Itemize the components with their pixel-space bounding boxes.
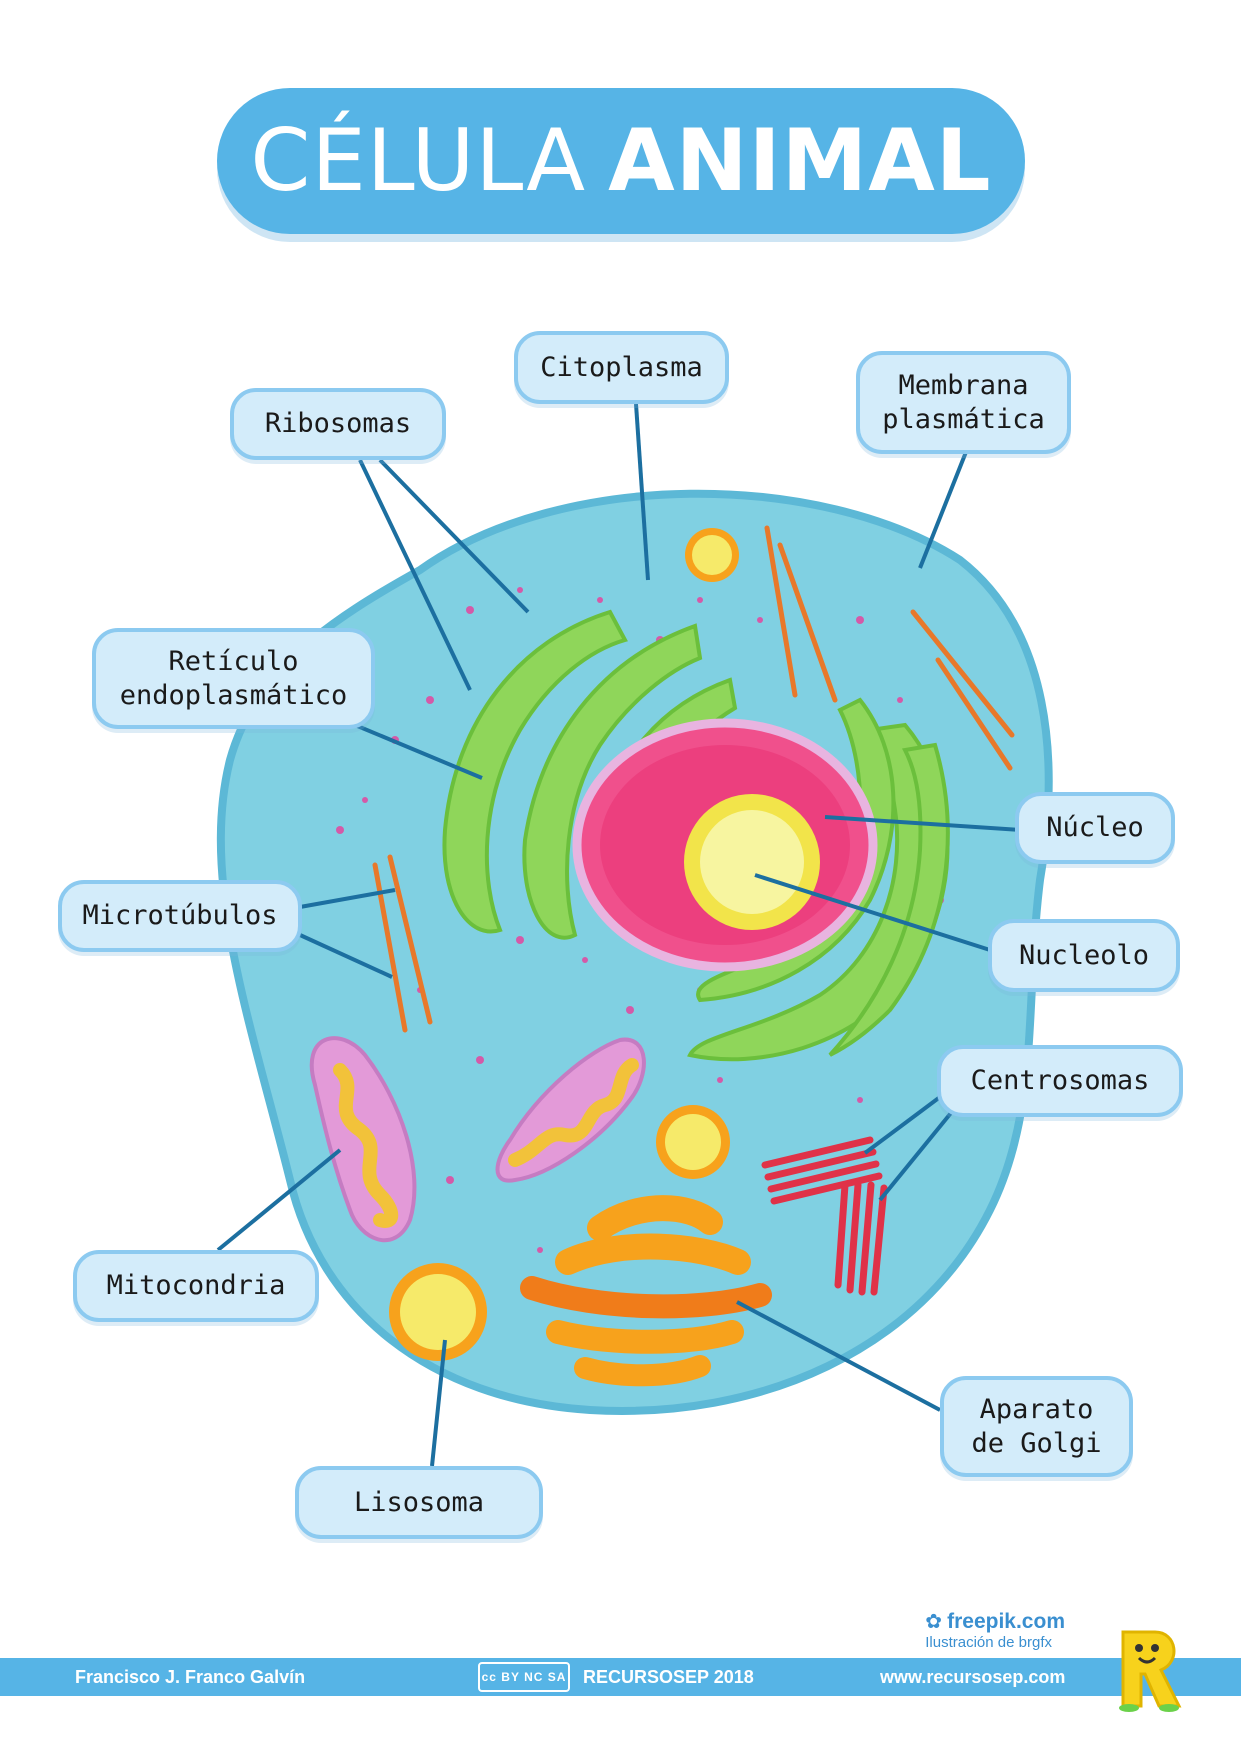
lysosome-inner <box>400 1274 476 1350</box>
label-centrosomas: Centrosomas <box>937 1045 1183 1117</box>
footer-bar: Francisco J. Franco Galvín cc BY NC SA R… <box>0 1658 1241 1696</box>
leader-lines <box>216 403 1021 1467</box>
title-light: CÉLULA <box>250 111 587 211</box>
nucleolus-inner <box>700 810 804 914</box>
label-ribosomas: Ribosomas <box>230 388 446 460</box>
credits-illustrator: Ilustración de brgfx <box>925 1634 1052 1651</box>
label-citoplasma: Citoplasma <box>514 331 729 404</box>
golgi-apparatus <box>520 1195 772 1387</box>
title-bold: ANIMAL <box>608 111 992 211</box>
label-mitocondria: Mitocondria <box>73 1250 319 1322</box>
vesicles <box>656 528 739 1179</box>
illustration-credits: ✿ freepik.com Ilustración de brgfx <box>925 1609 1065 1651</box>
credits-site: freepik.com <box>947 1610 1065 1633</box>
page-title: CÉLULA ANIMAL <box>217 88 1025 234</box>
label-lisosoma: Lisosoma <box>295 1466 543 1539</box>
label-membrana-plasmatica: Membrana plasmática <box>856 351 1071 454</box>
footer-brand: RECURSOSEP 2018 <box>583 1667 754 1687</box>
label-nucleo: Núcleo <box>1015 792 1175 864</box>
mitochondria <box>309 1036 646 1243</box>
label-aparato-de-golgi: Aparato de Golgi <box>940 1376 1133 1477</box>
footer-url[interactable]: www.recursosep.com <box>880 1667 1066 1687</box>
label-nucleolo: Nucleolo <box>988 919 1180 992</box>
centrosomes <box>761 1136 888 1296</box>
label-reticulo-endoplasmatico: Retículo endoplasmático <box>92 628 375 729</box>
mascot-r-icon <box>1119 1630 1182 1712</box>
creative-commons-icon: cc BY NC SA <box>478 1662 570 1692</box>
label-microtubulos: Microtúbulos <box>58 880 302 952</box>
footer-author: Francisco J. Franco Galvín <box>75 1667 306 1687</box>
freepik-icon: ✿ <box>925 1609 943 1633</box>
